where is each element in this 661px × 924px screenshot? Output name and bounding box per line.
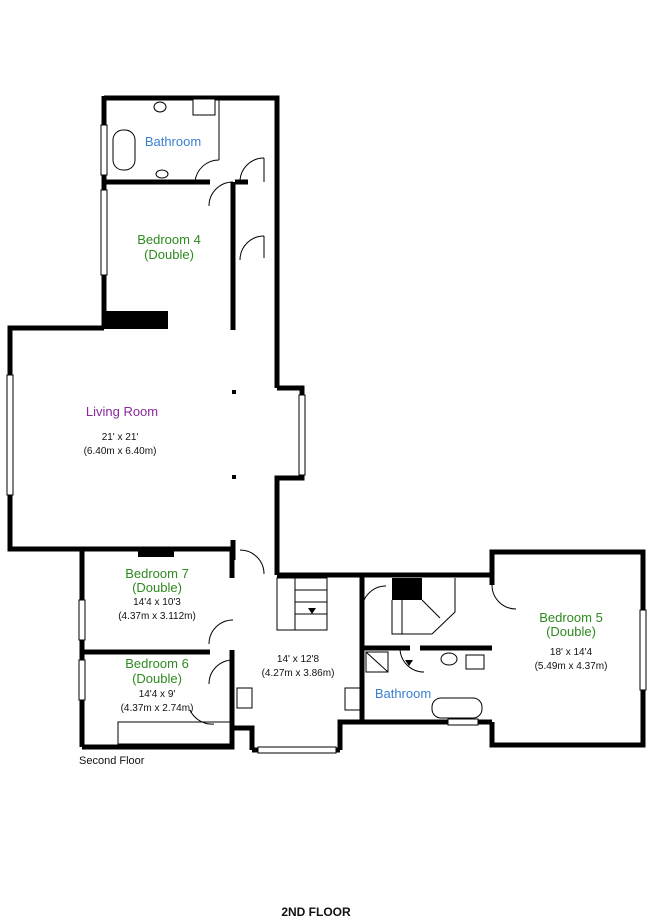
room-label-bedroom5: Bedroom 5 [539, 610, 603, 625]
wall-living-right [274, 385, 305, 575]
sink [344, 687, 361, 711]
fireplace [138, 547, 174, 557]
room-label-bathroom-bottom: Bathroom [375, 686, 431, 701]
bath [431, 697, 483, 719]
toilet [155, 169, 169, 179]
column [232, 390, 236, 394]
door [491, 584, 517, 610]
stairs [276, 577, 328, 631]
window [257, 746, 337, 754]
wall-hall-right [337, 575, 365, 750]
basin [465, 654, 485, 670]
dim-bedroom6-metric: (4.37m x 2.74m) [121, 703, 194, 714]
window [100, 124, 108, 176]
door [189, 709, 215, 725]
window [447, 718, 479, 726]
room-label-bedroom6: Bedroom 6 [125, 656, 189, 671]
shower [192, 98, 216, 116]
room-label-bedroom6-type: (Double) [132, 671, 182, 686]
room-label-bedroom7-type: (Double) [132, 580, 182, 595]
bath [112, 129, 136, 171]
stairs-arrow [405, 660, 413, 666]
room-label-living: Living Room [86, 404, 158, 419]
dim-bedroom5-imperial: 18' x 14'4 [550, 647, 593, 658]
floor-title: 2ND FLOOR [281, 905, 351, 919]
floor-caption: Second Floor [79, 755, 145, 767]
window [78, 659, 86, 701]
window [639, 609, 647, 691]
door [208, 659, 234, 685]
column [232, 475, 236, 479]
shower-line [365, 651, 389, 673]
door [208, 181, 234, 207]
room-label-bedroom4: Bedroom 4 [137, 232, 201, 247]
window [298, 394, 306, 476]
stairs-dark [392, 578, 422, 600]
wardrobe [117, 721, 231, 745]
door [239, 157, 265, 183]
door [194, 159, 220, 183]
fireplace [104, 311, 168, 329]
stairs-step [421, 599, 441, 619]
door [361, 585, 387, 611]
dim-bedroom6-imperial: 14'4 x 9' [139, 689, 176, 700]
window [100, 189, 108, 276]
window [78, 599, 86, 641]
dim-bedroom7-metric: (4.37m x 3.112m) [118, 611, 196, 622]
stairs-arrow [308, 608, 316, 614]
dim-hall-imperial: 14' x 12'8 [277, 654, 320, 665]
door [208, 619, 234, 645]
room-label-bathroom-top: Bathroom [145, 134, 201, 149]
stairs-right [391, 578, 456, 635]
wall-bottom-left [82, 725, 255, 750]
dim-bedroom7-imperial: 14'4 x 10'3 [133, 597, 181, 608]
dim-living-imperial: 21' x 21' [102, 432, 139, 443]
dim-living-metric: (6.40m x 6.40m) [84, 446, 157, 457]
wall-top-block [104, 95, 280, 388]
room-label-bedroom5-type: (Double) [546, 624, 596, 639]
dim-hall-metric: (4.27m x 3.86m) [262, 668, 335, 679]
room-label-bedroom4-type: (Double) [144, 247, 194, 262]
dim-bedroom5-metric: (5.49m x 4.37m) [535, 661, 608, 672]
door [239, 549, 265, 575]
toilet [440, 652, 458, 666]
hob [236, 687, 253, 709]
door [399, 647, 425, 673]
toilet [153, 101, 167, 113]
room-label-bedroom7: Bedroom 7 [125, 566, 189, 581]
door [239, 235, 265, 261]
window [6, 374, 14, 496]
